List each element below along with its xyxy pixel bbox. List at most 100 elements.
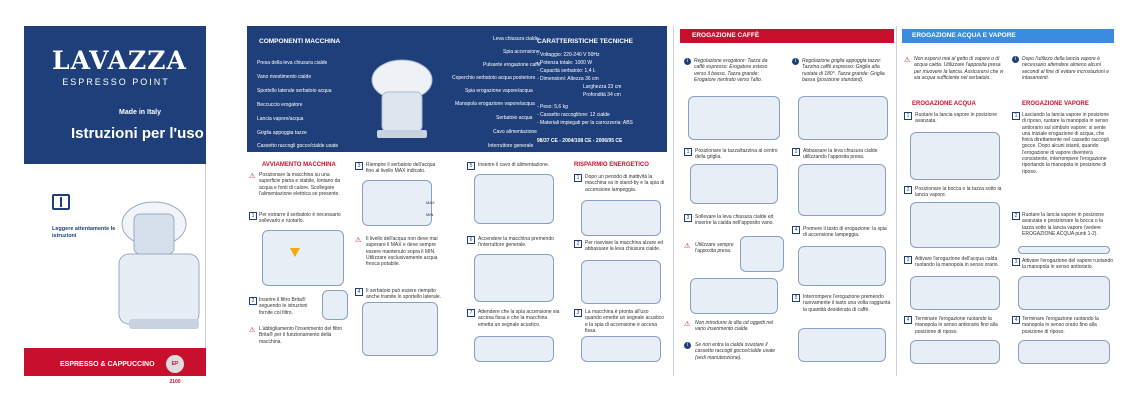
- risparmio-step-2: Per riavviare la macchina alzare ed abba…: [585, 240, 664, 253]
- specs-heading: CARATTERISTICHE TECNICHE: [537, 38, 633, 45]
- step-number: 2: [904, 186, 912, 194]
- step-number: 1: [249, 212, 257, 220]
- component-label: Serbatoio acqua: [496, 115, 533, 121]
- acqua-step-4: Terminare l'erogazione ruotando la manop…: [915, 316, 998, 335]
- caffe-step-4: Premere il tasto di erogazione: la spia …: [803, 226, 887, 239]
- spout-illustration: [688, 96, 780, 140]
- spec-line: - Peso: 5,6 kg: [537, 104, 568, 110]
- cup-under-wand-illustration: [910, 202, 1000, 248]
- step-number: 3: [904, 256, 912, 264]
- warning-icon: ⚠: [249, 327, 256, 334]
- step-number: 1: [684, 148, 692, 156]
- component-label: Manopola erogazione vapore/acqua: [455, 101, 535, 107]
- warning-icon: ⚠: [684, 321, 691, 328]
- standby-illustration: [581, 200, 661, 236]
- cover-panel: LAVAZZA ESPRESSO POINT Made in Italy Ist…: [24, 26, 206, 385]
- component-label: Lancia vapore/acqua: [257, 116, 304, 122]
- info-icon: i: [1012, 56, 1019, 63]
- min-label: MIN: [426, 212, 434, 217]
- knob-ccw-illustration: [910, 340, 1000, 364]
- spec-line: - Dimensioni: Altezza 36 cm: [537, 76, 599, 82]
- component-label: Cassetto raccogli gocce/cialde usate: [257, 143, 339, 149]
- component-label: Spia erogazione vapore/acqua: [465, 88, 533, 94]
- warning-icon: ⚠: [904, 57, 911, 64]
- caffe-header: EROGAZIONE CAFFÈ: [680, 29, 894, 43]
- risparmio-step-1: Dopo un periodo di inattività la macchin…: [585, 174, 665, 193]
- step-number: 4: [355, 288, 363, 296]
- spec-line: Larghezza 23 cm: [583, 84, 622, 90]
- components-panel: COMPONENTI MACCHINA Presa della leva chi…: [247, 26, 667, 152]
- info-icon: i: [684, 342, 691, 349]
- brand-name: LAVAZZA: [52, 46, 187, 75]
- divider-illustration: [1018, 246, 1110, 254]
- avviamento-step-2: Inserire il filtro Brita® seguendo le is…: [259, 297, 308, 316]
- brewing-illustration: [798, 328, 886, 362]
- step-number: 6: [467, 236, 475, 244]
- brand-subtitle: ESPRESSO POINT: [62, 77, 170, 87]
- step-number: 5: [467, 162, 475, 170]
- cover-footer: ESPRESSO & CAPPUCCINO EP 2100: [24, 348, 206, 385]
- step-number: 2: [574, 240, 582, 248]
- book-icon: [52, 194, 70, 210]
- cup-illustration: [690, 164, 778, 204]
- acqua-step-3: Attivare l'erogazione dell'acqua calda r…: [915, 256, 999, 269]
- vapore-step-1: Lasciando la lancia vapore in posizione …: [1022, 112, 1110, 175]
- ready-illustration: [581, 336, 661, 362]
- step-number: 2: [249, 297, 257, 305]
- info-icon: i: [792, 58, 799, 65]
- acqua-vapore-header: EROGAZIONE ACQUA E VAPORE: [902, 29, 1114, 43]
- vapore-step-2: Ruotare la lancia vapore in posizione av…: [1022, 212, 1104, 237]
- avviamento-warning-3: Il livello dell'acqua non deve mai super…: [366, 236, 438, 268]
- step-number: 3: [574, 309, 582, 317]
- caffe-step-3: Sollevare la leva chiusura cialde ed ins…: [695, 214, 774, 227]
- components-heading: COMPONENTI MACCHINA: [259, 38, 341, 45]
- made-in-label: Made in Italy: [119, 109, 162, 116]
- spec-line: - Potenza totale: 1000 W: [537, 60, 593, 66]
- switch-illustration: [474, 254, 554, 302]
- acqua-step-1: Ruotare la lancia vapore in posizione av…: [915, 112, 997, 125]
- caffe-step-5: Interrompere l'erogazione premendo nuova…: [803, 294, 891, 313]
- step-number: 1: [1012, 112, 1020, 120]
- component-label: Griglia appoggia tazze: [257, 130, 307, 136]
- read-notice: Leggere attentamente le istruzioni: [52, 226, 116, 239]
- caffe-step-2: Abbassare la leva chiusura cialde utiliz…: [803, 148, 878, 161]
- filter-illustration: [322, 290, 348, 320]
- step-number: 1: [904, 112, 912, 120]
- step-number: 4: [1012, 316, 1020, 324]
- ce-marking: 98/37 CE - 2004/108 CE - 2006/95 CE: [537, 138, 623, 144]
- machine-diagram: [371, 59, 433, 138]
- component-label: Spia accensione: [503, 49, 540, 55]
- component-label: Interruttore generale: [488, 143, 534, 149]
- component-label: Cavo alimentazione: [493, 129, 537, 135]
- component-label: Sportello laterale serbatoio acqua: [257, 88, 332, 94]
- risparmio-heading: RISPARMIO ENERGETICO: [574, 162, 649, 168]
- info-icon: i: [684, 58, 691, 65]
- acqua-heading: EROGAZIONE ACQUA: [912, 101, 976, 107]
- step-number: 7: [467, 309, 475, 317]
- avviamento-step-5: Inserire il cavo di alimentazione.: [478, 162, 550, 168]
- side-door-illustration: [362, 302, 438, 356]
- lever-down-illustration: [798, 164, 886, 216]
- warning-icon: ⚠: [249, 173, 256, 180]
- step-number: 3: [684, 214, 692, 222]
- avviamento-step-1: Per estrarre il serbatoio è necessario s…: [259, 212, 341, 225]
- caffe-warning-1: Utilizzare sempre l'apposita presa.: [695, 242, 734, 255]
- step-number: 4: [904, 316, 912, 324]
- vapore-heading: EROGAZIONE VAPORE: [1022, 101, 1089, 107]
- grid-illustration: [798, 96, 888, 140]
- vapore-step-4: Terminare l'erogazione ruotando la manop…: [1022, 316, 1099, 335]
- vapore-step-3: Attivare l'erogazione del vapore ruotand…: [1022, 258, 1114, 271]
- knob-cw-illustration: [910, 276, 1000, 310]
- step-number: 2: [792, 148, 800, 156]
- avviamento-heading: AVVIAMENTO MACCHINA: [262, 162, 336, 168]
- component-label: Pulsante erogazione caffè: [483, 62, 541, 68]
- spec-line: Profondità 34 cm: [583, 92, 621, 98]
- footer-label: ESPRESSO & CAPPUCCINO: [60, 361, 155, 368]
- avviamento-step-6: Accendere la macchina premendo l'interru…: [478, 236, 554, 249]
- step-number: 3: [1012, 258, 1020, 266]
- spec-line: - Capacità serbatoio: 1,4 L: [537, 68, 596, 74]
- avviamento-warning-2: L'abbigliamento l'inserimento del filtro…: [259, 326, 343, 345]
- avviamento-step-7: Attendere che la spia accensione sia acc…: [478, 309, 560, 328]
- knob-rest-illustration: [1018, 340, 1110, 364]
- step-number: 4: [792, 226, 800, 234]
